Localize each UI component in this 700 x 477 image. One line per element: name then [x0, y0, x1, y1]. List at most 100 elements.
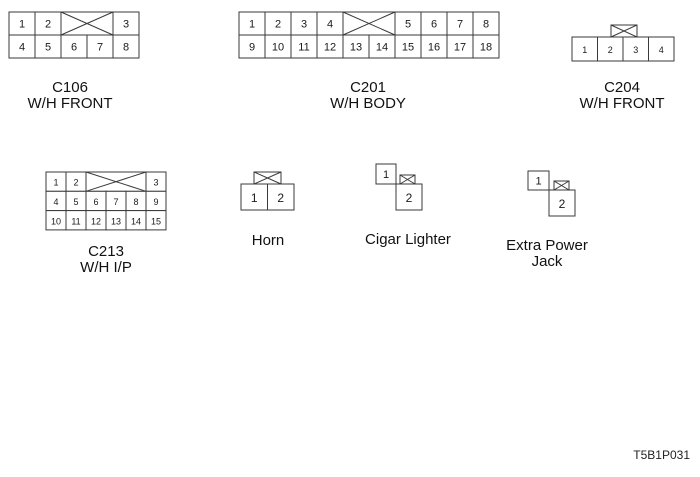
pin-number: 9: [249, 42, 255, 54]
pin-number: 1: [53, 178, 58, 188]
pin-cell: 7: [446, 11, 474, 36]
pin-cell: 5: [65, 190, 87, 212]
pin-cell: 16: [420, 34, 448, 59]
blank-cavity: [60, 11, 114, 36]
pin-cell: 10: [45, 210, 67, 231]
pin-number: 3: [123, 19, 129, 31]
pin-number: 4: [659, 45, 664, 55]
pin-number: 18: [480, 42, 492, 54]
pin-number: 3: [633, 45, 638, 55]
pin-number: 7: [113, 197, 118, 207]
pin-number: 2: [559, 197, 566, 211]
pin-cell: 2: [597, 36, 624, 62]
pin-number: 2: [45, 19, 51, 31]
pin-number: 1: [19, 19, 25, 31]
pin-number: 4: [19, 42, 25, 54]
connector-label-c213: C213 W/H I/P: [80, 244, 132, 276]
connector-label-extra-power-jack: Extra Power Jack: [506, 238, 588, 270]
connector-label-c201: C201 W/H BODY: [330, 80, 406, 112]
pin-cell: 11: [65, 210, 87, 231]
pin-number: 9: [153, 197, 158, 207]
connector-harness: W/H BODY: [330, 95, 406, 112]
pin-number: 1: [249, 19, 255, 31]
pin-cell: 14: [368, 34, 396, 59]
pin-number: 15: [151, 216, 161, 226]
pin-number: 11: [71, 216, 80, 226]
connector-harness: W/H FRONT: [27, 95, 113, 112]
pin-cell: 8: [125, 190, 147, 212]
pin-number: 3: [301, 19, 307, 31]
connector-harness: W/H I/P: [80, 259, 132, 276]
pin-number: 15: [402, 42, 414, 54]
pin-cell: 1: [527, 170, 550, 191]
connector-id: Cigar Lighter: [365, 231, 451, 248]
pin-cell: 10: [264, 34, 292, 59]
pin-number: 6: [93, 197, 98, 207]
pin-number: 10: [51, 216, 61, 226]
pin-number: 7: [97, 42, 103, 54]
pin-cell: 15: [145, 210, 167, 231]
pin-cell: 9: [145, 190, 167, 212]
pin-number: 12: [324, 42, 336, 54]
connector-id: C204: [604, 79, 640, 96]
pin-cell: 6: [420, 11, 448, 36]
pin-number: 6: [431, 19, 437, 31]
pin-number: 8: [133, 197, 138, 207]
connector-label-cigar-lighter: Cigar Lighter: [365, 232, 451, 248]
pin-cell: 12: [316, 34, 344, 59]
pin-number: 6: [71, 42, 77, 54]
pin-number: 10: [272, 42, 284, 54]
connector-label-horn: Horn: [252, 233, 285, 249]
locking-tab: [399, 174, 416, 185]
pin-number: 3: [153, 178, 158, 188]
pin-cell: 8: [112, 34, 140, 59]
locking-tab: [553, 180, 570, 191]
pin-number: 1: [383, 169, 389, 181]
pin-number: 1: [535, 176, 541, 188]
pin-cell: 1: [8, 11, 36, 36]
pin-cell: 1: [240, 183, 268, 211]
pin-cell: 14: [125, 210, 147, 231]
connector-id: Extra Power: [506, 237, 588, 254]
pin-number: 8: [123, 42, 129, 54]
pin-number: 2: [73, 178, 78, 188]
pin-number: 13: [111, 216, 121, 226]
pin-cell: 3: [112, 11, 140, 36]
pin-number: 4: [53, 197, 58, 207]
connector-label-c106: C106 W/H FRONT: [28, 80, 113, 112]
pin-cell: 5: [34, 34, 62, 59]
connector-id: C201: [350, 79, 386, 96]
pin-number: 16: [428, 42, 440, 54]
pin-cell: 2: [34, 11, 62, 36]
connector-id-line2: Jack: [531, 253, 563, 270]
pin-cell: 15: [394, 34, 422, 59]
pin-cell: 4: [8, 34, 36, 59]
pin-cell: 3: [622, 36, 649, 62]
pin-number: 2: [277, 191, 284, 205]
connector-label-c204: C204 W/H FRONT: [580, 80, 665, 112]
pin-cell: 2: [264, 11, 292, 36]
pin-number: 2: [275, 19, 281, 31]
pin-number: 1: [582, 45, 587, 55]
blank-cavity: [342, 11, 396, 36]
connector-id: Horn: [251, 232, 285, 249]
pin-number: 2: [406, 191, 413, 205]
pin-cell: 4: [45, 190, 67, 212]
pin-cell: 2: [395, 183, 423, 211]
locking-tab: [610, 24, 638, 38]
pin-cell: 5: [394, 11, 422, 36]
pin-number: 17: [454, 42, 466, 54]
pin-number: 14: [376, 42, 388, 54]
blank-cavity: [85, 171, 147, 192]
connector-id: C213: [88, 243, 124, 260]
connector-harness: W/H FRONT: [579, 95, 665, 112]
pin-number: 12: [91, 216, 101, 226]
pin-cell: 17: [446, 34, 474, 59]
pin-number: 5: [405, 19, 411, 31]
locking-tab: [253, 171, 282, 185]
pin-number: 13: [350, 42, 362, 54]
connector-id: C106: [52, 79, 88, 96]
